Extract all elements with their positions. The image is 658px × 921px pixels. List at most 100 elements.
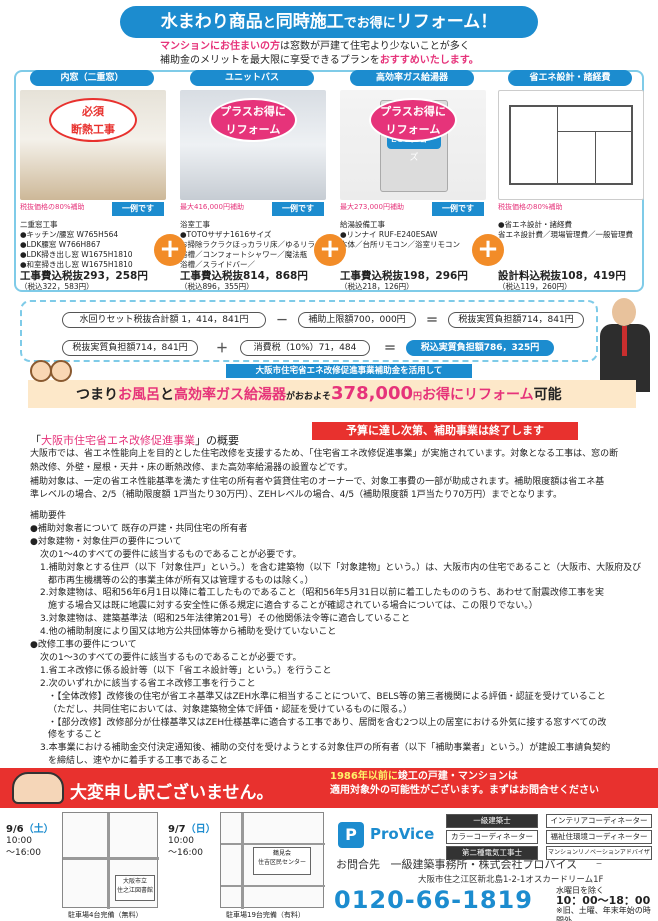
detail-line: ●和室掃き出し窓 W1675H1810	[20, 260, 133, 269]
venue-label: 大阪市立	[122, 878, 147, 885]
requirement-line: 3.本事業における補助金交付決定通知後、補助の交付を受けようとする対象住戸の所有…	[40, 743, 611, 754]
intro-line: は窓数が戸建て住宅より少ないことが多く	[280, 41, 470, 52]
detail-line: 浴室工事	[180, 220, 210, 229]
requirement-line: ●補助対象者について 既存の戸建・共同住宅の所有者	[30, 523, 248, 534]
requirement-line: 次の1～3のすべての要件に該当するものであることが必要です。	[40, 652, 302, 663]
apology-text: 大変申し訳ございません。	[70, 783, 274, 803]
burst-badge: プラスお得に リフォーム	[369, 98, 457, 142]
net-cost-pill: 税抜実質負担額714，841円	[448, 312, 584, 328]
requirement-line: 次の1～4のすべての要件に該当するものであることが必要です。	[40, 549, 302, 560]
banner-highlight: お風呂	[118, 387, 160, 403]
requirement-line: ・【全体改修】改修後の住宅が省エネ基準又はZEH水準に相当することについて、BE…	[48, 691, 606, 702]
phone-number[interactable]: 0120-66-1819	[334, 886, 533, 914]
qualification-badge: マンションリノベーションアドバイザー	[546, 846, 652, 868]
banner-highlight: 高効率ガス給湯器	[174, 387, 286, 403]
venue-marker: 鶴見会 住吉区民センター	[253, 847, 311, 875]
qualification-badge: カラーコーディネーター	[446, 830, 538, 844]
detail-line: ●LDK掃き出し窓 W1675H1810	[20, 250, 133, 259]
intro-line: 補助金のメリットを最大限に享受できるプランを	[160, 55, 380, 66]
event-date: 9/6	[6, 824, 24, 835]
tax-pill: 消費税（10%）71，484	[240, 340, 370, 356]
hours-note: 水曜日を除く	[556, 886, 604, 895]
company-logo: P ProVice	[338, 822, 434, 848]
detail-line: ●TOTOサザナ1616サイズ	[180, 230, 272, 239]
card-detail: 浴室工事 ●TOTOサザナ1616サイズ お掃除ラクラクほっカラリ床／ゆるリラ …	[180, 220, 326, 270]
business-hours: 水曜日を除く 10：00～18：00 ※旧、土曜、年末年始の時間外	[556, 886, 652, 921]
title-part: でお得に	[343, 16, 396, 31]
eligibility-note: 1986年以前に竣工の戸建・マンションは 適用対象外の可能性がございます。まずは…	[330, 770, 646, 798]
plus-icon: +	[154, 234, 186, 266]
detail-line: 給湯設備工事	[340, 220, 385, 229]
detail-line: 浴槽／スライドバー／	[180, 260, 255, 269]
plan-wall	[557, 105, 558, 185]
hours-time: 10：00～18：00	[556, 894, 651, 907]
program-overview: 大阪市では、省エネ性能向上を目的とした住宅改修を支援するため、「住宅省エネ改修促…	[30, 448, 642, 503]
logo-mark-icon: P	[338, 822, 364, 848]
cost-calculation: 水回りセット税抜合計額 1，414，841円 － 補助上限額700，000円 ＝…	[20, 300, 598, 362]
plan-wall	[595, 131, 596, 185]
card-detail: 二重窓工事 ●キッチン/腰窓 W765H564 ●LDK腰窓 W766H867 …	[20, 220, 166, 270]
burst-badge: 必須 断熱工事	[49, 98, 137, 142]
card-price-tax: （税込896，355円）	[180, 282, 254, 291]
burst-line: プラスお得に	[380, 105, 446, 118]
apology-figure	[12, 772, 64, 804]
map-2[interactable]: 鶴見会 住吉区民センター	[220, 812, 325, 909]
family-illustration	[28, 354, 74, 388]
title-suffix: 」の概要	[195, 434, 239, 447]
eligibility-line: 竣工の戸建・マンションは	[397, 771, 518, 782]
banner-text: がおおよそ	[286, 392, 332, 402]
staff-photo	[598, 296, 652, 392]
eligibility-line: 適用対象外の可能性がございます。まずはお問合せください	[330, 785, 599, 796]
detail-line: 省エネ設計費／現場管理費／一般管理費	[498, 230, 633, 239]
detail-line: 二重窓工事	[20, 220, 58, 229]
card-price: 工事費込税抜198，296円	[340, 270, 468, 282]
requirement-line: 2.対象建物は、昭和56年6月1日以降に着工したものであること（昭和56年5月3…	[40, 588, 605, 599]
person-head	[612, 298, 636, 326]
subsidy-note: 税抜価格の80%補助	[20, 203, 85, 211]
company-name: 一級建築事務所・株式会社プロバイス	[390, 858, 578, 871]
eligibility-year: 1986年以前に	[330, 771, 398, 782]
intro-highlight: おすすめいたします。	[379, 55, 479, 66]
program-name: 大阪市住宅省エネ改修促進事業	[41, 434, 195, 447]
detail-line: 本体／台所リモコン／浴室リモコン	[340, 240, 460, 249]
qualification-badge: インテリアコーディネーター	[546, 814, 652, 828]
card-price-tax: （税込119，260円）	[498, 282, 572, 291]
final-cost-pill: 税込実質負担額786，325円	[406, 340, 554, 356]
event-date-2: 9/7（日） 10:00 ～16:00	[168, 820, 216, 859]
plan-wall	[509, 105, 633, 107]
section-title: 「大阪市住宅省エネ改修促進事業」の概要	[30, 432, 239, 448]
title-part: 同時施工	[275, 12, 344, 32]
requirement-line: を締結し、速やかに着手する工事であること	[48, 756, 228, 767]
venue-marker: 大阪市立 住之江図書館	[115, 875, 155, 901]
equals-sign: ＝	[384, 341, 397, 355]
banner-highlight: お得にリフォーム	[422, 387, 534, 403]
banner-text: と	[160, 387, 174, 403]
card-heading: 省エネ設計・諸経費	[508, 70, 632, 86]
requirement-line: 3.対象建物は、建築基準法（昭和25年法律第201号）その他関係法令等に適合して…	[40, 614, 410, 625]
requirement-line: 1.補助対象とする住戸（以下「対象住戸」という。）を含む建築物（以下「対象建物」…	[40, 562, 642, 573]
banner-unit: 円	[413, 392, 423, 402]
example-tag: 一例です	[272, 202, 324, 216]
card-detail: ●省エネ設計・諸経費 省エネ設計費／現場管理費／一般管理費	[498, 220, 644, 240]
requirement-line: 都市再生機構等の公的事業主体が所有又は管理するものは除く。）	[48, 575, 314, 586]
burst-line: リフォーム	[225, 123, 281, 136]
requirement-line: 施する場合又は既に地震に対する安全性に係る規定に適合することが確認されている場合…	[48, 601, 538, 612]
equals-sign: ＝	[426, 313, 439, 327]
minus-sign: －	[276, 313, 289, 327]
intro-highlight: マンションにお住まいの方	[160, 41, 280, 52]
venue-label: 鶴見会	[272, 850, 291, 857]
plan-wall	[509, 105, 511, 185]
card-price: 工事費込税抜814，868円	[180, 270, 308, 282]
card-price: 設計料込税抜108，419円	[498, 270, 626, 282]
event-dow: （日）	[185, 824, 216, 835]
overview-line: 大阪市では、省エネ性能向上を目的とした住宅改修を支援するため、「住宅省エネ改修促…	[30, 449, 619, 459]
card-price-tax: （税込322，583円）	[20, 282, 94, 291]
savings-banner: つまりお風呂と高効率ガス給湯器がおおよそ378,000円お得にリフォーム可能	[28, 380, 636, 408]
example-tag: 一例です	[112, 202, 164, 216]
floor-plan-image	[498, 90, 644, 200]
requirement-line: （ただし、共同住宅においては、対象建築物全体で評価・認証を受けているものに限る。…	[48, 704, 413, 715]
map-1[interactable]: 大阪市立 住之江図書館	[62, 812, 159, 909]
requirement-line: ●改修工事の要件について	[30, 640, 137, 651]
hours-note: ※旧、土曜、年末年始の時間外	[556, 906, 651, 921]
title-part: と	[262, 16, 276, 31]
